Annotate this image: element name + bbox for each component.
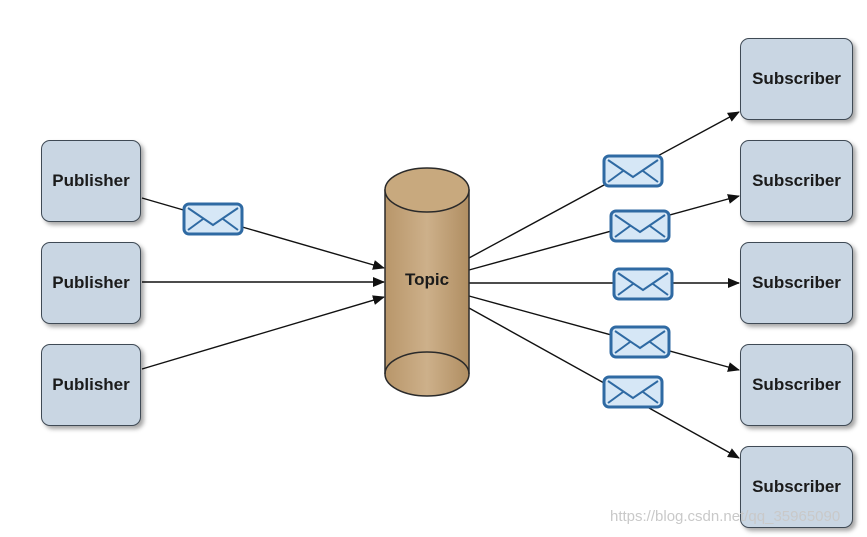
subscriber-arrows [468,111,740,459]
publisher-node-1: Publisher [41,140,141,222]
topic-cylinder-body [384,189,470,397]
subscriber-node-1: Subscriber [740,38,853,120]
envelope-icon-subscriber-4 [609,325,671,359]
subscriber-label: Subscriber [752,273,841,292]
subscriber-label: Subscriber [752,69,841,88]
arrow-publisher-1 [141,197,385,270]
topic-label: Topic [404,270,450,289]
subscriber-node-3: Subscriber [740,242,853,324]
arrow-subscriber-2 [468,194,740,271]
publisher-label: Publisher [52,375,130,394]
topic-cylinder-bottom-rim [384,351,470,375]
publisher-arrows [141,197,385,370]
message-envelopes [182,154,674,409]
arrow-subscriber-4 [468,295,740,372]
topic-cylinder-top [384,167,470,213]
watermark-text: https://blog.csdn.net/qq_35965090 [610,508,841,525]
subscriber-node-4: Subscriber [740,344,853,426]
publisher-node-3: Publisher [41,344,141,426]
subscriber-label: Subscriber [752,375,841,394]
subscriber-label: Subscriber [752,171,841,190]
envelope-icon-subscriber-5 [602,375,664,409]
subscriber-node-2: Subscriber [740,140,853,222]
envelope-icon-subscriber-2 [609,209,671,243]
subscriber-label: Subscriber [752,477,841,496]
envelope-icon-publisher-1 [182,202,244,236]
publisher-label: Publisher [52,171,130,190]
envelope-icon-subscriber-1 [602,154,664,188]
publisher-node-2: Publisher [41,242,141,324]
topic-cylinder [384,167,470,397]
subscriber-node-5: Subscriber [740,446,853,528]
publisher-label: Publisher [52,273,130,292]
arrow-publisher-3 [141,295,385,370]
envelope-icon-subscriber-3 [612,267,674,301]
